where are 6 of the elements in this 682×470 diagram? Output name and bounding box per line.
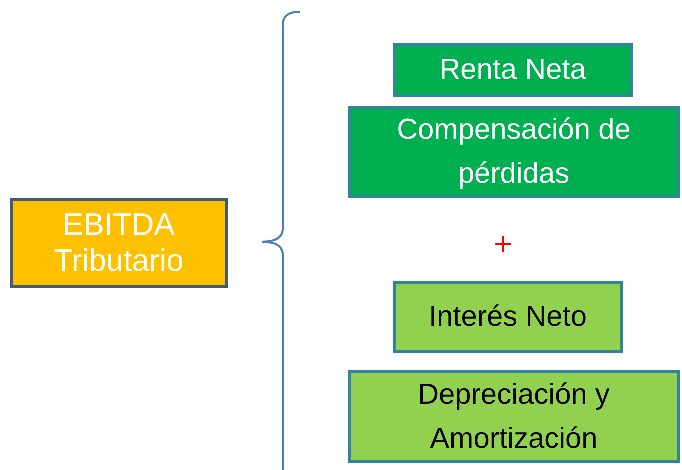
main-box: EBITDA Tributario [10,198,228,288]
plus-sign: + [494,226,513,262]
component-box: Renta Neta [393,43,633,97]
component-box: Compensación de pérdidas [348,106,680,198]
component-box: Interés Neto [393,281,623,353]
component-box: Depreciación y Amortización [348,370,680,463]
